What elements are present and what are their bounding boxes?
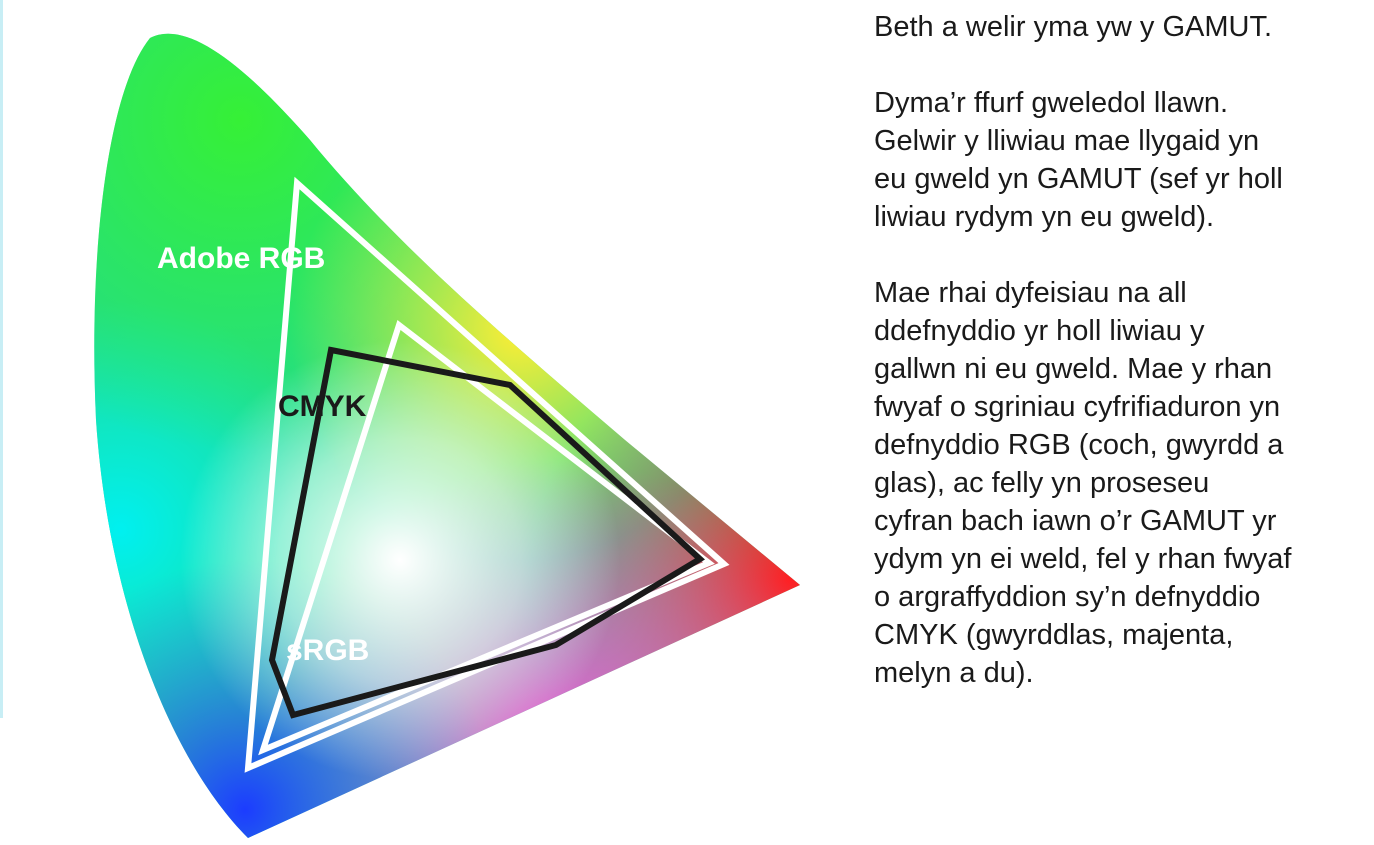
gamut-diagram: Adobe RGB CMYK sRGB xyxy=(94,33,800,838)
paragraph-gamut-definition: Dyma’r ffurf gweledol llawn. Gelwir y ll… xyxy=(874,87,1283,233)
srgb-label: sRGB xyxy=(286,634,369,667)
cmyk-gamut-outline xyxy=(268,346,705,719)
gamut-color-field xyxy=(94,33,800,838)
srgb-triangle xyxy=(258,320,715,756)
gamut-svg: Adobe RGB CMYK sRGB xyxy=(94,33,800,838)
explanation-text: Beth a welir yma yw y GAMUT. Dyma’r ffur… xyxy=(874,8,1354,730)
paragraph-device-limits: Mae rhai dyfeisiau na all ddefnyddio yr … xyxy=(874,277,1292,689)
cmyk-label: CMYK xyxy=(278,390,367,423)
adobe-rgb-label: Adobe RGB xyxy=(157,242,325,275)
edge-accent-line xyxy=(0,0,3,718)
paragraph-intro: Beth a welir yma yw y GAMUT. xyxy=(874,11,1273,43)
